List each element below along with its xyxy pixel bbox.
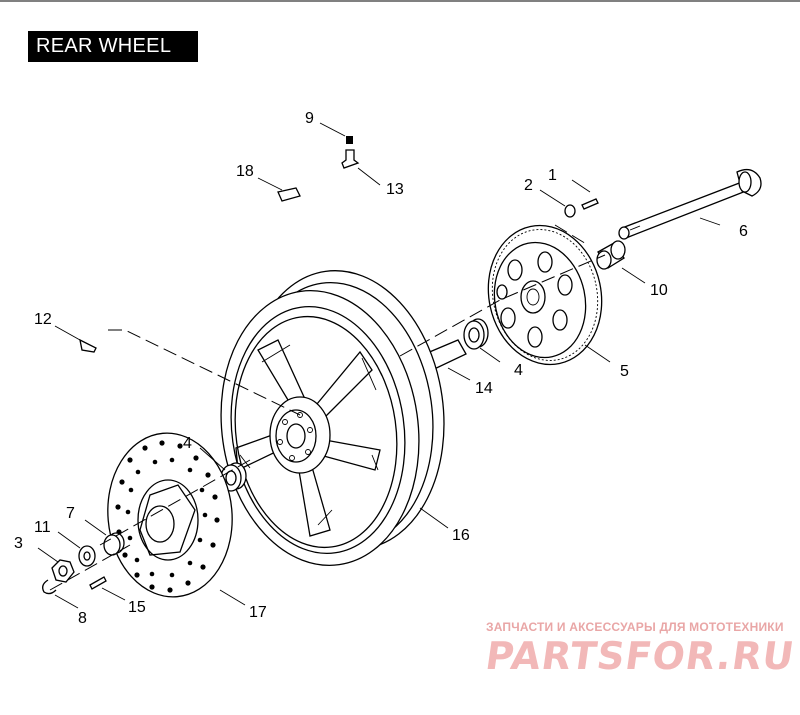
callout-3: 3 bbox=[14, 535, 23, 552]
balance-weight-18-part bbox=[277, 187, 301, 202]
axle-part bbox=[618, 168, 762, 240]
watermark-brand: PARTSFOR.RU bbox=[482, 634, 798, 678]
spacer-7-part bbox=[103, 532, 125, 556]
bolt-1-part bbox=[581, 198, 599, 210]
valve-cap-9-part bbox=[346, 136, 353, 144]
callout-8: 8 bbox=[78, 610, 87, 627]
callout-9: 9 bbox=[305, 110, 314, 127]
cotter-pin-8-part bbox=[42, 579, 57, 595]
callout-15: 15 bbox=[128, 599, 146, 616]
callout-13: 13 bbox=[386, 181, 404, 198]
callout-7: 7 bbox=[66, 505, 75, 522]
sprocket-part bbox=[487, 224, 603, 366]
nut-3-part bbox=[51, 559, 75, 583]
plug-12-part bbox=[79, 338, 97, 353]
callout-5: 5 bbox=[620, 363, 629, 380]
callout-6: 6 bbox=[739, 223, 748, 240]
callout-4-left: 4 bbox=[183, 435, 192, 452]
brake-disc-part bbox=[107, 432, 233, 598]
callout-1: 1 bbox=[548, 167, 557, 184]
wheel-part bbox=[220, 270, 445, 566]
valve-stem-13-part bbox=[341, 149, 360, 169]
diagram-title: REAR WHEEL bbox=[28, 31, 198, 62]
callout-17: 17 bbox=[249, 604, 267, 621]
washer-2-part bbox=[564, 204, 576, 218]
callout-11: 11 bbox=[34, 519, 51, 536]
callout-2: 2 bbox=[524, 177, 533, 194]
callout-14: 14 bbox=[475, 380, 493, 397]
washer-11-part bbox=[78, 545, 96, 567]
callout-18: 18 bbox=[236, 163, 254, 180]
bearing-right-part bbox=[463, 318, 489, 350]
callout-4-right: 4 bbox=[514, 362, 523, 379]
spacer-part bbox=[596, 240, 626, 270]
bolt-15-part bbox=[89, 576, 107, 590]
callout-12: 12 bbox=[34, 311, 52, 328]
watermark-subtitle: ЗАПЧАСТИ И АКСЕССУАРЫ ДЛЯ МОТОТЕХНИКИ bbox=[486, 620, 784, 634]
callout-10: 10 bbox=[650, 282, 668, 299]
callout-16: 16 bbox=[452, 527, 470, 544]
